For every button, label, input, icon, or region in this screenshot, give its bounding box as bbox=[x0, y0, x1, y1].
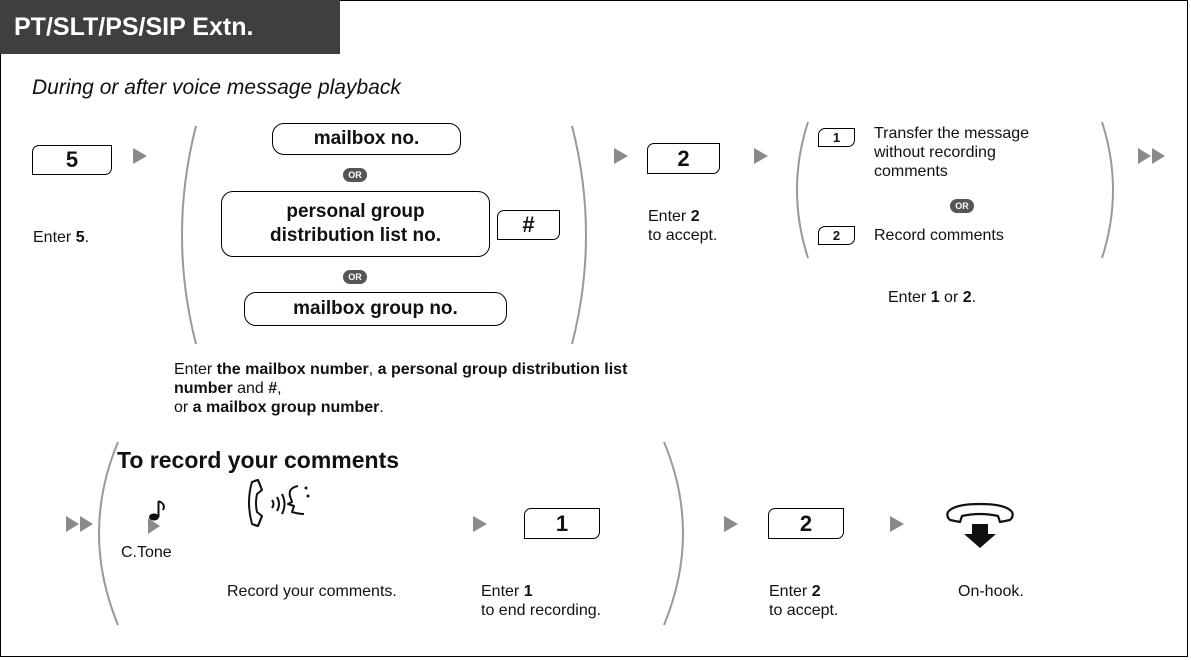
key-5: 5 bbox=[32, 145, 112, 175]
step4-desc: Enter 1 or 2. bbox=[888, 289, 977, 306]
key-hash: # bbox=[497, 210, 560, 240]
arrow-right-icon bbox=[724, 516, 738, 532]
speak-desc: Record your comments. bbox=[227, 583, 397, 600]
bracket-options-left bbox=[796, 121, 809, 259]
arrow-right-icon bbox=[614, 148, 628, 164]
or-tag: OR bbox=[950, 199, 974, 213]
arrow-right-icon bbox=[890, 516, 904, 532]
personal-group-box: personal group distribution list no. bbox=[221, 191, 490, 257]
bracket-choices-right bbox=[571, 125, 587, 345]
key-1-small: 1 bbox=[818, 128, 855, 147]
subtitle: During or after voice message playback bbox=[32, 76, 401, 99]
note-icon bbox=[148, 500, 165, 534]
arrow-right-icon bbox=[473, 516, 487, 532]
bracket-options-right bbox=[1101, 121, 1114, 259]
bracket-record-right bbox=[663, 441, 684, 626]
or-tag: OR bbox=[343, 168, 367, 182]
choices-desc: Enter the mailbox number, a personal gro… bbox=[174, 361, 628, 416]
mailbox-group-box: mailbox group no. bbox=[244, 292, 507, 326]
option2-text: Record comments bbox=[874, 227, 1004, 244]
step1-desc: Enter 5. bbox=[33, 229, 90, 246]
onhook-handset-icon bbox=[946, 502, 1014, 548]
speaking-handset-icon bbox=[248, 479, 310, 527]
record-title: To record your comments bbox=[117, 447, 400, 473]
or-tag: OR bbox=[343, 270, 367, 284]
key-2-record: 2 bbox=[768, 508, 844, 539]
arrow-right-icon bbox=[754, 148, 768, 164]
personal-group-line2: distribution list no. bbox=[270, 225, 441, 246]
header-title: PT/SLT/PS/SIP Extn. bbox=[0, 0, 340, 54]
key-2: 2 bbox=[647, 143, 720, 174]
personal-group-line1: personal group bbox=[286, 201, 425, 222]
key-2-small: 2 bbox=[818, 226, 855, 245]
key-1: 1 bbox=[524, 508, 600, 539]
mailbox-no-box: mailbox no. bbox=[272, 123, 461, 155]
bracket-record-left bbox=[98, 441, 119, 626]
bracket-choices-left bbox=[181, 125, 197, 345]
ctone-label: C.Tone bbox=[121, 544, 172, 561]
arrow-right-icon bbox=[133, 148, 147, 164]
onhook-desc: On-hook. bbox=[958, 583, 1024, 600]
